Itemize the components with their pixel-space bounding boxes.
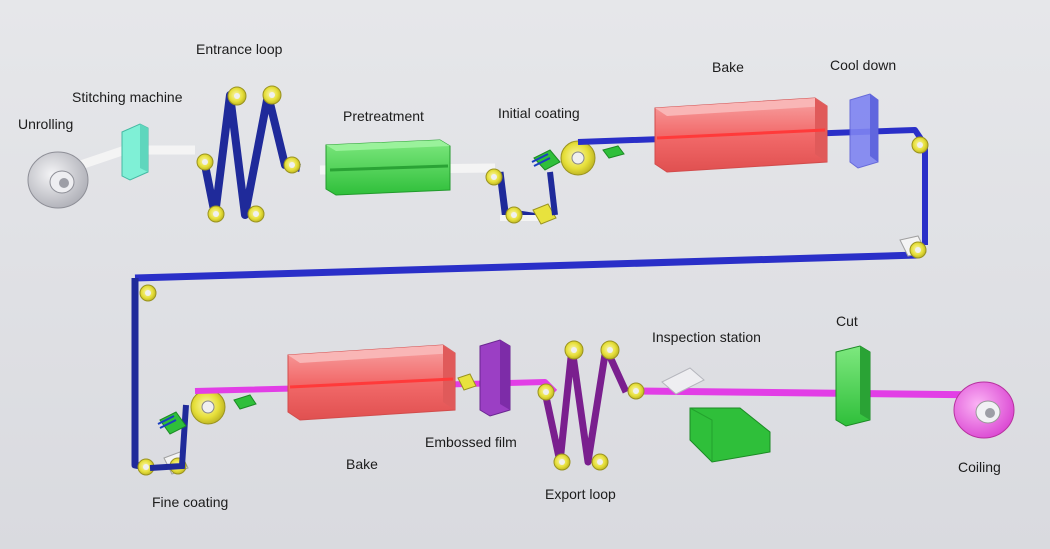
bake-oven-bottom: [287, 344, 456, 421]
label-inspection-station: Inspection station: [652, 329, 761, 345]
label-initial-coating: Initial coating: [498, 105, 580, 121]
unrolling-coil: [27, 151, 89, 209]
pretreatment-tank: [325, 139, 451, 196]
entrance-loop-strips: [201, 91, 301, 219]
entrance-loop-rollers: [196, 85, 301, 223]
stitching-machine: [121, 123, 149, 181]
initial-coating-unit: [485, 140, 625, 225]
label-bake-bottom: Bake: [346, 456, 378, 472]
label-coiling: Coiling: [958, 459, 1001, 475]
inspection-station: [661, 367, 771, 463]
label-fine-coating: Fine coating: [152, 494, 228, 510]
label-pretreatment: Pretreatment: [343, 108, 424, 124]
label-entrance-loop: Entrance loop: [196, 41, 283, 57]
cool-down-unit: [849, 93, 879, 169]
label-bake-top: Bake: [712, 59, 744, 75]
label-unrolling: Unrolling: [18, 116, 73, 132]
coiling-coil: [953, 381, 1015, 439]
export-loop: [537, 340, 645, 471]
fine-coating-unit: [149, 389, 257, 471]
label-export-loop: Export loop: [545, 486, 616, 502]
label-cut: Cut: [836, 313, 858, 329]
embossed-film-unit: [457, 339, 511, 417]
cut-unit: [835, 345, 871, 427]
label-cool-down: Cool down: [830, 57, 896, 73]
label-embossed-film: Embossed film: [425, 434, 517, 450]
bake-oven-top: [654, 97, 828, 173]
label-stitching-machine: Stitching machine: [72, 89, 183, 105]
top-right-rollers: [899, 136, 929, 259]
